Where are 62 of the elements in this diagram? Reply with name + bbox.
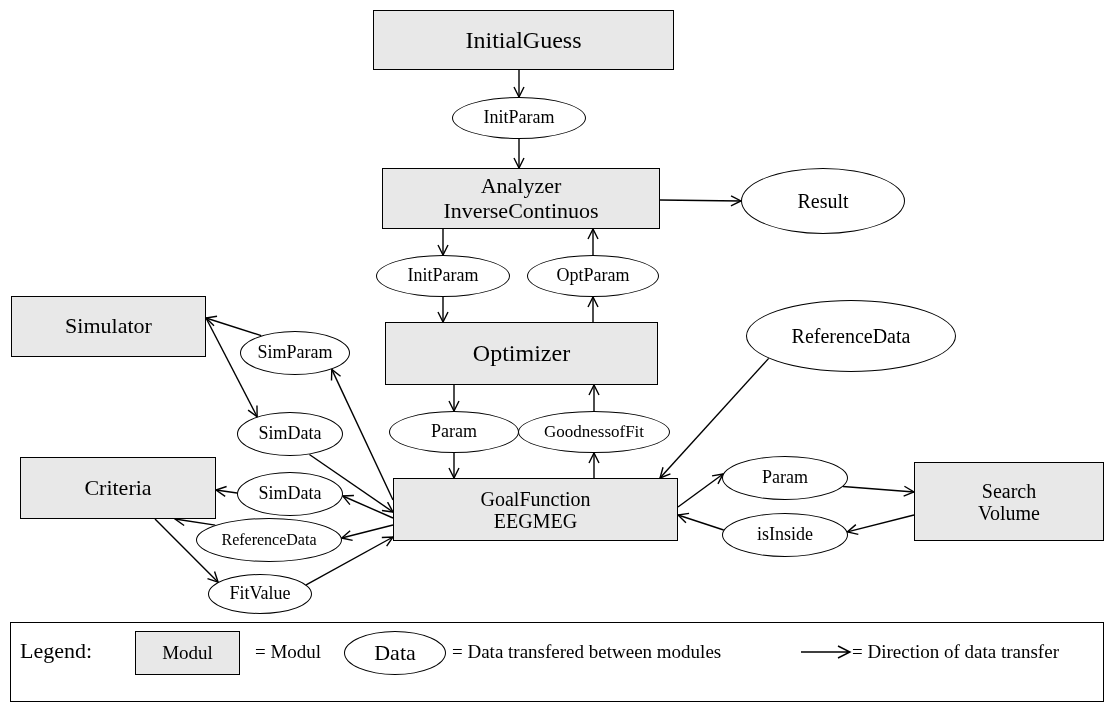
legend-text: = Direction of data transfer [852,641,1059,663]
arrow [305,536,394,586]
legend-module-sample: Modul [135,631,240,675]
arrow [437,228,449,256]
node-label: GoalFunction [480,487,591,510]
arrow [587,296,599,323]
arrow [587,228,599,256]
node-label: InitParam [483,108,555,128]
arrow [659,357,770,479]
node-label: FitValue [229,584,291,604]
node-label: Result [797,190,849,212]
node-label: InitialGuess [465,26,582,54]
module-box [393,478,678,541]
node-label: InitParam [407,266,479,286]
arrow [659,195,742,207]
node-label: Optimizer [472,340,571,367]
node-label: OptParam [556,266,630,286]
legend-text: = Modul [255,641,322,663]
node-label: ReferenceData [221,531,317,549]
node-label: InverseContinuos [443,198,599,223]
arrow [215,485,238,498]
arrow [677,512,725,531]
arrow [448,384,460,412]
node-label: EEGMEG [493,509,578,532]
arrow [342,494,394,519]
module-box [385,322,658,385]
legend-text: = Data transfered between modules [452,641,722,663]
arrow [205,317,258,418]
arrow [842,485,915,497]
arrow [846,514,915,535]
arrow [341,524,394,542]
data-ellipse [208,574,312,614]
arrow [330,368,394,501]
module-box [914,462,1104,541]
node-label: GoodnessofFit [543,422,645,442]
arrow [513,69,525,98]
arrow [588,384,600,412]
arrow [437,296,449,323]
arrow [677,473,724,508]
node-label: Search Volume [977,479,1041,524]
arrow [205,315,262,337]
module-box [382,168,660,229]
arrow [513,138,525,169]
data-ellipse [237,472,343,516]
node-label: SimParam [257,343,333,363]
module-box [11,296,206,357]
node-label: ReferenceData [791,325,911,347]
module-box [373,10,674,70]
node-label: Param [762,468,808,488]
arrow [448,452,460,479]
arrow [588,452,600,479]
node-label: Criteria [84,475,152,501]
node-label: SimData [258,484,322,504]
node-label: Simulator [65,314,152,339]
node-label: SimData [258,424,322,444]
legend-title: Legend: [20,638,93,664]
module-box [20,457,216,519]
node-label: isInside [757,525,813,545]
arrow [154,518,219,583]
node-label: Analyzer [480,174,562,199]
data-ellipse [196,518,342,562]
node-label: Param [431,422,477,442]
